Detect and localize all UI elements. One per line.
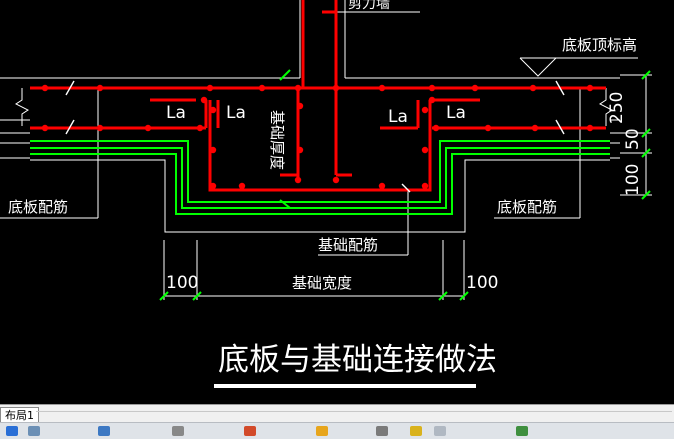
anchorage-length-label: La (446, 103, 466, 123)
app-icon-6[interactable] (376, 426, 388, 436)
tab-strip-line (36, 411, 672, 412)
rebar (30, 0, 606, 192)
app-icon-7[interactable] (410, 426, 422, 436)
anchorage-length-label: La (226, 103, 246, 123)
structure-outline (0, 0, 652, 300)
drawing-title: 底板与基础连接做法 (218, 342, 497, 378)
foundation-thickness-label: 基础厚度 (268, 110, 286, 170)
anchorage-length-label: La (166, 103, 186, 123)
cad-drawing[interactable]: 剪力墙 底板顶标高 La La La La 基础厚度 底板配筋 底板配筋 基础配… (0, 0, 674, 404)
dimension-250: 250 (607, 92, 627, 124)
anchorage-length-label: La (388, 107, 408, 127)
slab-top-elevation-label: 底板顶标高 (562, 36, 637, 54)
app-icon-3[interactable] (172, 426, 184, 436)
wall-label: 剪力墙 (348, 0, 390, 12)
slab-rebar-label-left: 底板配筋 (8, 198, 68, 216)
rebar-ticks (65, 80, 565, 193)
dimension-100-right: 100 (623, 164, 643, 196)
app-icon-9[interactable] (516, 426, 528, 436)
foundation-rebar-label: 基础配筋 (318, 236, 378, 254)
layout-tab-bar: 布局1 (0, 404, 674, 423)
app-icon-4[interactable] (244, 426, 256, 436)
start-icon[interactable] (6, 426, 18, 436)
app-icon-8[interactable] (434, 426, 446, 436)
dimension-100-bottom-left: 100 (166, 273, 198, 293)
app-icon-2[interactable] (98, 426, 110, 436)
tab-layout-1[interactable]: 布局1 (0, 407, 39, 423)
rebar-dots (41, 84, 594, 190)
foundation-width-label: 基础宽度 (292, 274, 352, 292)
taskbar (0, 422, 674, 439)
dim-ticks (159, 69, 651, 301)
app-icon-5[interactable] (316, 426, 328, 436)
slab-rebar-label-right: 底板配筋 (497, 198, 557, 216)
dimension-100-bottom-right: 100 (466, 273, 498, 293)
app-icon-1[interactable] (28, 426, 40, 436)
cushion-layers (30, 140, 610, 215)
dimension-50: 50 (623, 128, 643, 150)
